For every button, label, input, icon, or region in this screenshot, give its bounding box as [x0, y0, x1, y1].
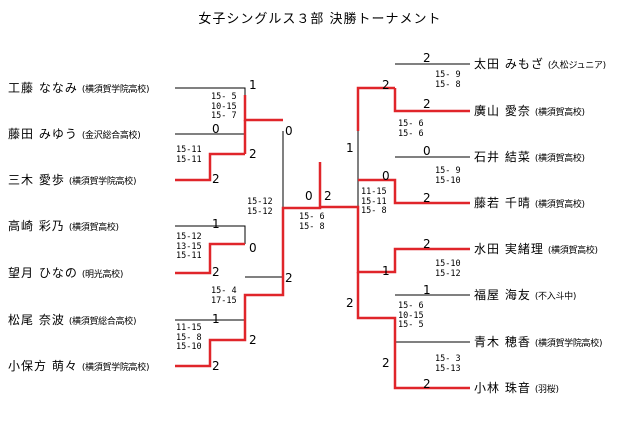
- result-digit: 0: [285, 124, 293, 138]
- result-digit: 2: [423, 237, 431, 251]
- result-digit: 1: [423, 283, 431, 297]
- score-left-r1-b: 15-11 15-11: [176, 145, 202, 165]
- result-digit: 0: [305, 189, 313, 203]
- result-digit: 2: [212, 265, 220, 279]
- player-left-6: 松尾 奈波(横須賀総合高校): [8, 313, 137, 327]
- player-right-5: 水田 実緒理(横須賀高校): [474, 242, 598, 256]
- result-digit: 2: [212, 359, 220, 373]
- result-digit: 2: [324, 189, 332, 203]
- player-left-7: 小保方 萌々(横須賀学院高校): [8, 359, 150, 373]
- result-digit: 2: [249, 333, 257, 347]
- score-left-r1-c: 15-12 13-15 15-11: [176, 232, 202, 261]
- result-digit: 1: [212, 217, 220, 231]
- result-digit: 1: [346, 141, 354, 155]
- score-right-sf: 11-15 15-11 15- 8: [361, 187, 387, 216]
- score-final: 15- 6 15- 8: [299, 212, 325, 232]
- player-right-1: 太田 みもざ(久松ジュニア): [474, 57, 606, 71]
- page-title: 女子シングルス３部 決勝トーナメント: [198, 12, 442, 27]
- result-digit: 2: [423, 97, 431, 111]
- player-right-2: 廣山 愛奈(横須賀高校): [474, 104, 585, 118]
- result-digit: 2: [382, 356, 390, 370]
- score-left-r2-b: 15- 4 17-15: [211, 286, 237, 306]
- result-digit: 2: [212, 172, 220, 186]
- result-digit: 2: [423, 51, 431, 65]
- player-right-6: 福屋 海友(不入斗中): [474, 288, 577, 302]
- result-digit: 2: [423, 377, 431, 391]
- result-digit: 0: [382, 169, 390, 183]
- score-right-r2-a: 15- 6 15- 6: [398, 119, 424, 139]
- score-right-r1-b: 15- 9 15-10: [435, 166, 461, 186]
- result-digit: 2: [249, 147, 257, 161]
- result-digit: 0: [212, 122, 220, 136]
- score-left-r1-a: 15- 5 10-15 15- 7: [211, 92, 237, 121]
- player-right-8: 小林 珠音(羽桜): [474, 381, 559, 395]
- result-digit: 2: [346, 296, 354, 310]
- player-left-1: 工藤 ななみ(横須賀学院高校): [8, 81, 150, 95]
- score-left-r2-a: 15-12 15-12: [247, 197, 273, 217]
- player-right-4: 藤若 千晴(横須賀高校): [474, 196, 585, 210]
- score-right-r2-b: 15- 6 10-15 15- 5: [398, 301, 424, 330]
- score-right-r1-c: 15-10 15-12: [435, 259, 461, 279]
- score-right-r1-a: 15- 9 15- 8: [435, 70, 461, 90]
- score-left-r1-d: 11-15 15- 8 15-10: [176, 323, 202, 352]
- player-left-3: 三木 愛歩(横須賀学院高校): [8, 173, 137, 187]
- result-digit: 1: [212, 312, 220, 326]
- result-digit: 1: [249, 78, 257, 92]
- player-left-5: 望月 ひなの(明光高校): [8, 266, 124, 280]
- result-digit: 0: [249, 241, 257, 255]
- result-digit: 1: [382, 264, 390, 278]
- player-left-2: 藤田 みゆう(金沢総合高校): [8, 127, 141, 141]
- player-right-3: 石井 結菜(横須賀高校): [474, 150, 585, 164]
- result-digit: 2: [382, 78, 390, 92]
- result-digit: 2: [285, 271, 293, 285]
- player-left-4: 高崎 彩乃(横須賀高校): [8, 219, 119, 233]
- player-right-7: 青木 穂香(横須賀学院高校): [474, 335, 603, 349]
- score-right-r1-d: 15- 3 15-13: [435, 354, 461, 374]
- result-digit: 2: [423, 191, 431, 205]
- result-digit: 0: [423, 144, 431, 158]
